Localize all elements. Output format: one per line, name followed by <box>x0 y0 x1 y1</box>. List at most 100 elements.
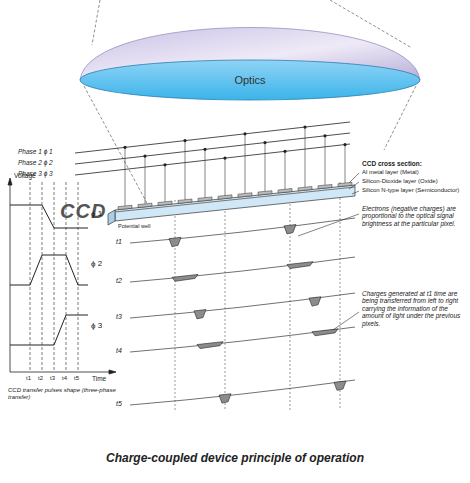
voltage-axis <box>10 182 11 372</box>
axis-arrow <box>109 370 116 374</box>
gate-wire <box>285 151 286 189</box>
layer-name: Silicon-Dioxide layer (Oxide) <box>362 178 467 185</box>
light-ray <box>92 0 100 45</box>
junction-dot <box>303 125 306 128</box>
section-heading: CCD cross section: <box>362 160 467 167</box>
layer-name: Silicon N-type layer (Semiconductor) <box>362 187 468 194</box>
ccd-end-face <box>108 210 115 225</box>
charge-packet <box>169 237 181 246</box>
metal-gate <box>218 195 232 199</box>
time-tick: t5 <box>74 375 79 382</box>
generated-strokes <box>118 125 355 405</box>
layer-name: Al metal layer (Metal) <box>362 169 467 176</box>
time-marker <box>42 182 43 372</box>
charge-packet <box>172 274 198 281</box>
phase2-waveform <box>10 255 88 285</box>
gate-wire <box>145 156 146 204</box>
potential-profile <box>130 218 355 243</box>
phase-label: ϕ 3 <box>91 321 102 330</box>
charge-packet <box>334 381 346 390</box>
charge-packet <box>219 394 231 403</box>
gate-wire <box>345 145 346 183</box>
time-tick: t1 <box>26 375 31 382</box>
oxide-layer <box>115 187 355 212</box>
note: Electrons (negative charges) are proport… <box>362 205 466 227</box>
time-label: t1 <box>116 238 122 246</box>
junction-dot <box>283 150 286 153</box>
phase-label: Phase 2 ϕ 2 <box>18 159 53 166</box>
junction-dot <box>243 132 246 135</box>
pixel-guide <box>175 200 176 410</box>
phase-label: ϕ 2 <box>91 259 102 268</box>
metal-gate <box>278 189 292 193</box>
timing-chart <box>8 178 116 374</box>
potential-profile <box>130 380 355 405</box>
axis-label: Voltage <box>14 172 36 179</box>
time-tick: t3 <box>50 375 55 382</box>
gate-wire <box>125 147 126 206</box>
metal-gate <box>298 187 312 191</box>
potential-profile <box>130 257 355 282</box>
part-name: Potential well <box>118 223 150 229</box>
junction-dot <box>183 139 186 142</box>
junction-dot <box>223 156 226 159</box>
charge-packet <box>284 225 296 234</box>
leader-line <box>352 191 359 194</box>
time-tick: t4 <box>62 375 67 382</box>
time-label: t5 <box>116 400 122 408</box>
metal-gate <box>238 193 252 197</box>
pixel-guide <box>290 188 291 410</box>
gate-wire <box>205 149 206 197</box>
phase-label: Phase 1 ϕ 1 <box>18 148 53 155</box>
gate-wire <box>165 165 166 202</box>
potential-profile <box>130 293 355 318</box>
junction-dot <box>123 146 126 149</box>
phase-label: ϕ 1 <box>91 209 102 218</box>
gate-wire <box>305 127 306 187</box>
gate-wire <box>245 134 246 194</box>
charge-packet <box>287 262 313 269</box>
axis-label: Time <box>92 375 106 382</box>
leader-lines <box>298 173 359 332</box>
charge-packet <box>309 297 321 306</box>
junction-dot <box>343 143 346 146</box>
chart-caption: CCD transfer pulses shape (three-phase t… <box>8 387 116 401</box>
gate-wire <box>265 143 266 192</box>
diagram-title: Charge-coupled device principle of opera… <box>0 452 470 466</box>
time-marker <box>30 182 31 372</box>
metal-gate <box>158 201 172 205</box>
phase3-waveform <box>10 315 88 345</box>
axis-arrow <box>8 178 12 185</box>
leader-line <box>298 214 359 236</box>
metal-gate <box>338 182 352 186</box>
semiconductor-layer <box>115 185 355 221</box>
metal-gate <box>138 203 152 207</box>
pixel-guides <box>175 182 340 410</box>
time-tick: t2 <box>38 375 43 382</box>
charge-packet <box>312 329 338 336</box>
charge-packet <box>197 342 223 349</box>
junction-dot <box>203 148 206 151</box>
gate-wire <box>225 158 226 195</box>
gate-wire <box>325 136 326 185</box>
phase-lines <box>75 122 350 175</box>
metal-gate <box>178 199 192 203</box>
time-label: t3 <box>116 313 122 321</box>
note: Charges generated at t1 time are being t… <box>362 290 466 327</box>
junction-dot <box>143 155 146 158</box>
charge-packet <box>194 310 206 319</box>
metal-gate <box>118 205 132 209</box>
time-label: t2 <box>116 277 122 285</box>
phase-line <box>75 144 350 175</box>
time-label: t4 <box>116 347 122 355</box>
pixel-guide <box>340 182 341 410</box>
optics-lens: Optics <box>78 16 422 102</box>
lens-shape <box>78 16 422 102</box>
junction-dot <box>323 134 326 137</box>
time-axis <box>10 372 112 373</box>
metal-gate <box>198 197 212 201</box>
potential-profile <box>130 327 355 352</box>
junction-dot <box>263 141 266 144</box>
metal-gate <box>318 184 332 188</box>
